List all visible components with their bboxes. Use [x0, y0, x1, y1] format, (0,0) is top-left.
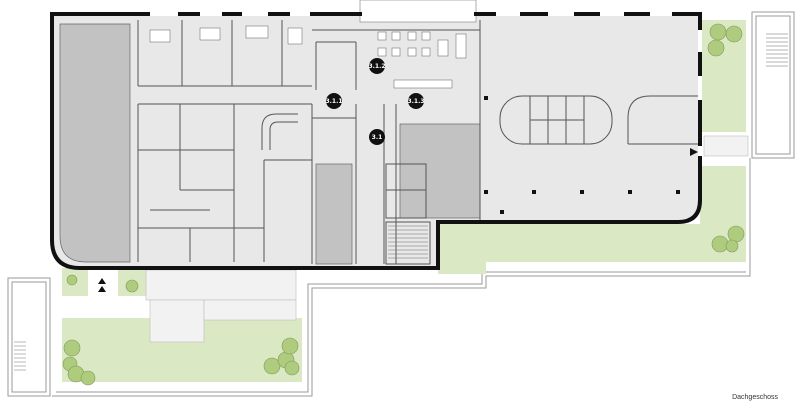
interior-walls: [137, 20, 700, 265]
stair-core: [388, 225, 428, 259]
room-tag-label: 3.1.2: [368, 63, 385, 70]
room-tag-3-1-1: 3.1.1: [325, 93, 343, 109]
cafe-furniture: [149, 25, 467, 89]
floor-label: Dachgeschoss: [732, 394, 778, 401]
columns: [484, 96, 680, 214]
room-tag-label: 3.1.1: [325, 98, 342, 105]
terrace: [145, 135, 749, 343]
entrance-canopy: [359, 0, 477, 23]
room-tag-3-1-2: 3.1.2: [368, 58, 386, 74]
stair-right: [766, 33, 788, 67]
room-tag-label: 3.1: [372, 134, 383, 141]
green-roof: [62, 20, 746, 382]
exterior-wall: [50, 12, 702, 270]
stair-left: [14, 341, 26, 371]
room-tag-3-1-3: 3.1.3: [407, 93, 425, 109]
core-areas: [59, 23, 481, 265]
trees: [62, 23, 745, 386]
windows-right: [698, 30, 702, 156]
room-tag-3-1: 3.1: [369, 129, 385, 145]
entry-arrows-icon: [98, 278, 106, 292]
site-outline: [7, 11, 795, 397]
windows-top: [150, 12, 672, 16]
entry-arrow-icon: [690, 148, 698, 156]
room-tag-label: 3.1.3: [407, 98, 424, 105]
